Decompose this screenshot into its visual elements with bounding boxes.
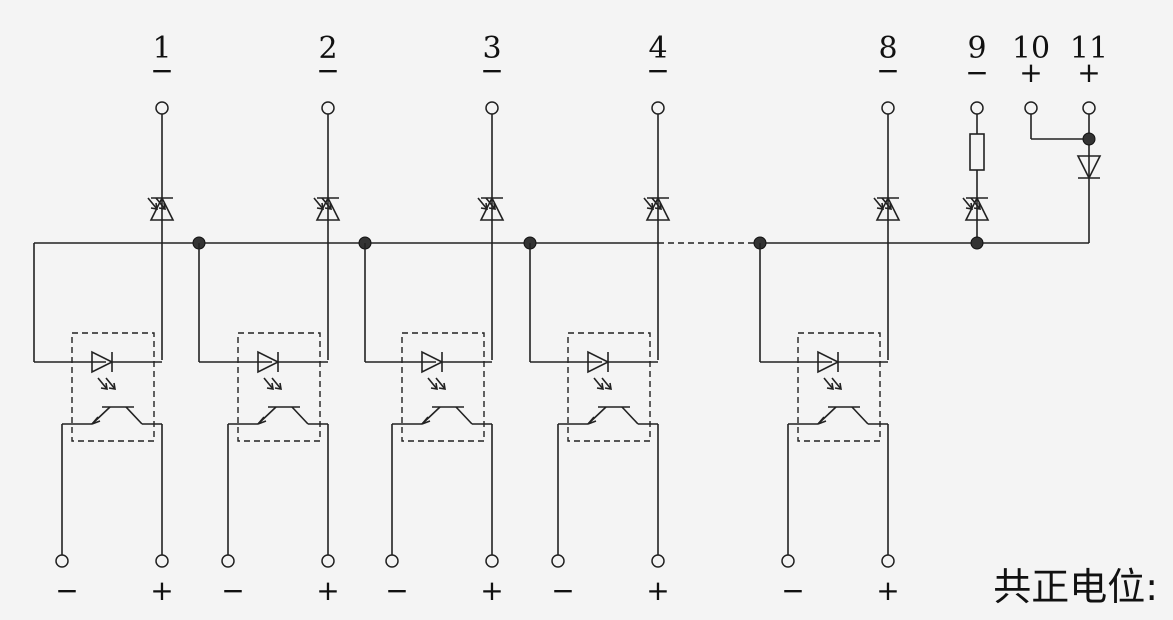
resistor-symbol bbox=[969, 133, 985, 171]
channel-top-sign: − bbox=[316, 54, 339, 87]
channel-top-sign: − bbox=[150, 54, 173, 87]
bottom-sign-plus: + bbox=[876, 574, 899, 607]
terminal-9: 9− bbox=[965, 31, 989, 115]
top-terminal bbox=[1024, 101, 1038, 115]
led-arrows bbox=[477, 197, 496, 210]
top-terminal bbox=[1082, 101, 1096, 115]
terminal-number: 10 bbox=[1012, 31, 1050, 66]
terminal-sign: − bbox=[965, 56, 988, 89]
top-terminal bbox=[970, 101, 984, 115]
channel-2: 2−−+ bbox=[198, 31, 341, 607]
bottom-sign-minus: − bbox=[221, 574, 244, 607]
optocoupler-box bbox=[237, 332, 321, 442]
protection-diode-symbol bbox=[1076, 155, 1102, 180]
channel-8: 8−−+ bbox=[759, 31, 901, 607]
led-arrows bbox=[147, 197, 166, 210]
bottom-terminal-minus bbox=[221, 554, 235, 568]
channel-1: 1−−+ bbox=[33, 31, 175, 607]
led-arrows bbox=[873, 197, 892, 210]
bottom-sign-plus: + bbox=[316, 574, 339, 607]
terminal-10: 10+ bbox=[1012, 31, 1050, 115]
terminal-11: 11+ bbox=[1070, 31, 1108, 115]
junction-dot bbox=[970, 236, 984, 250]
channel-number: 8 bbox=[878, 31, 897, 66]
bottom-sign-plus: + bbox=[480, 574, 503, 607]
bottom-terminal-plus bbox=[155, 554, 169, 568]
terminal-number: 9 bbox=[967, 31, 986, 66]
optocoupler-box bbox=[401, 332, 485, 442]
terminal-number: 11 bbox=[1070, 31, 1108, 66]
optocoupler-box bbox=[71, 332, 155, 442]
channel-number: 3 bbox=[482, 31, 501, 66]
channel-top-sign: − bbox=[876, 54, 899, 87]
caption: 共正电位: bbox=[993, 565, 1158, 609]
bottom-sign-plus: + bbox=[646, 574, 669, 607]
channel-top-sign: − bbox=[646, 54, 669, 87]
bottom-sign-minus: − bbox=[55, 574, 78, 607]
bottom-terminal-minus bbox=[385, 554, 399, 568]
bottom-terminal-minus bbox=[781, 554, 795, 568]
bottom-terminal-plus bbox=[651, 554, 665, 568]
opto-light-arrows bbox=[427, 377, 446, 390]
junction-dot bbox=[1082, 132, 1096, 146]
bottom-terminal-plus bbox=[881, 554, 895, 568]
top-terminal bbox=[321, 101, 335, 115]
terminal-sign: + bbox=[1077, 56, 1100, 89]
bottom-sign-minus: − bbox=[781, 574, 804, 607]
led-arrows bbox=[962, 197, 981, 210]
bottom-terminal-minus bbox=[551, 554, 565, 568]
bottom-terminal-minus bbox=[55, 554, 69, 568]
extra-terminals: 9−10+11+ bbox=[962, 31, 1108, 250]
optocoupler-box bbox=[797, 332, 881, 442]
channel-number: 2 bbox=[318, 31, 337, 66]
led-arrows bbox=[643, 197, 662, 210]
top-terminal bbox=[881, 101, 895, 115]
channel-4: 4−−+ bbox=[529, 31, 671, 607]
terminal-sign: + bbox=[1019, 56, 1042, 89]
top-terminal bbox=[155, 101, 169, 115]
bottom-sign-minus: − bbox=[385, 574, 408, 607]
bottom-sign-minus: − bbox=[551, 574, 574, 607]
channel-top-sign: − bbox=[480, 54, 503, 87]
bottom-sign-plus: + bbox=[150, 574, 173, 607]
channels: 1−−+2−−+3−−+4−−+8−−+ bbox=[33, 31, 1089, 607]
top-terminal bbox=[485, 101, 499, 115]
opto-light-arrows bbox=[97, 377, 116, 390]
channel-number: 1 bbox=[152, 31, 171, 66]
top-terminal bbox=[651, 101, 665, 115]
led-arrows bbox=[313, 197, 332, 210]
bottom-terminal-plus bbox=[485, 554, 499, 568]
opto-light-arrows bbox=[593, 377, 612, 390]
opto-light-arrows bbox=[263, 377, 282, 390]
bottom-terminal-plus bbox=[321, 554, 335, 568]
opto-light-arrows bbox=[823, 377, 842, 390]
optocoupler-box bbox=[567, 332, 651, 442]
channel-number: 4 bbox=[648, 31, 667, 66]
channel-3: 3−−+ bbox=[364, 31, 505, 607]
